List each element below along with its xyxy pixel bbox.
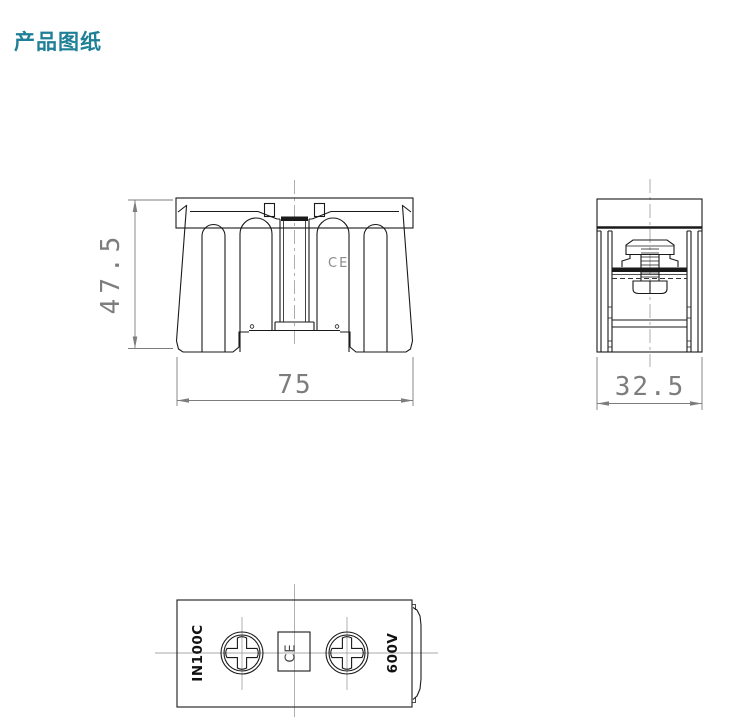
front-view: CE <box>175 180 414 353</box>
bottom-view: CE IN100C 600V <box>155 584 438 717</box>
front-top-cap <box>175 197 414 229</box>
side-outline <box>596 198 703 353</box>
front-ce-mark: CE <box>328 256 349 271</box>
bottom-voltage-mark: 600V <box>385 633 401 674</box>
side-clamp-screw <box>612 239 687 295</box>
dimension-width-75: 75 <box>176 357 414 406</box>
bottom-outline <box>176 599 413 708</box>
side-rails <box>597 230 702 352</box>
bottom-centerlines <box>155 584 438 717</box>
bottom-screw-left <box>220 631 264 675</box>
dim-width-text: 75 <box>277 370 312 400</box>
bottom-model-mark: IN100C <box>190 624 206 681</box>
bottom-screw-right <box>325 631 369 675</box>
front-body-outline <box>175 202 414 353</box>
front-center-channel <box>274 216 315 330</box>
dimension-height-47-5: 47.5 <box>96 199 173 349</box>
dim-depth-text: 32.5 <box>615 372 686 402</box>
dimension-depth-32-5: 32.5 <box>596 357 703 410</box>
bottom-right-flange <box>412 604 422 703</box>
front-finger-slots <box>201 217 388 352</box>
bottom-label-window <box>277 631 311 672</box>
side-view <box>596 179 703 367</box>
page-title: 产品图纸 <box>14 30 102 54</box>
dim-height-text: 47.5 <box>96 232 126 315</box>
bottom-ce-mark: CE <box>284 643 299 662</box>
